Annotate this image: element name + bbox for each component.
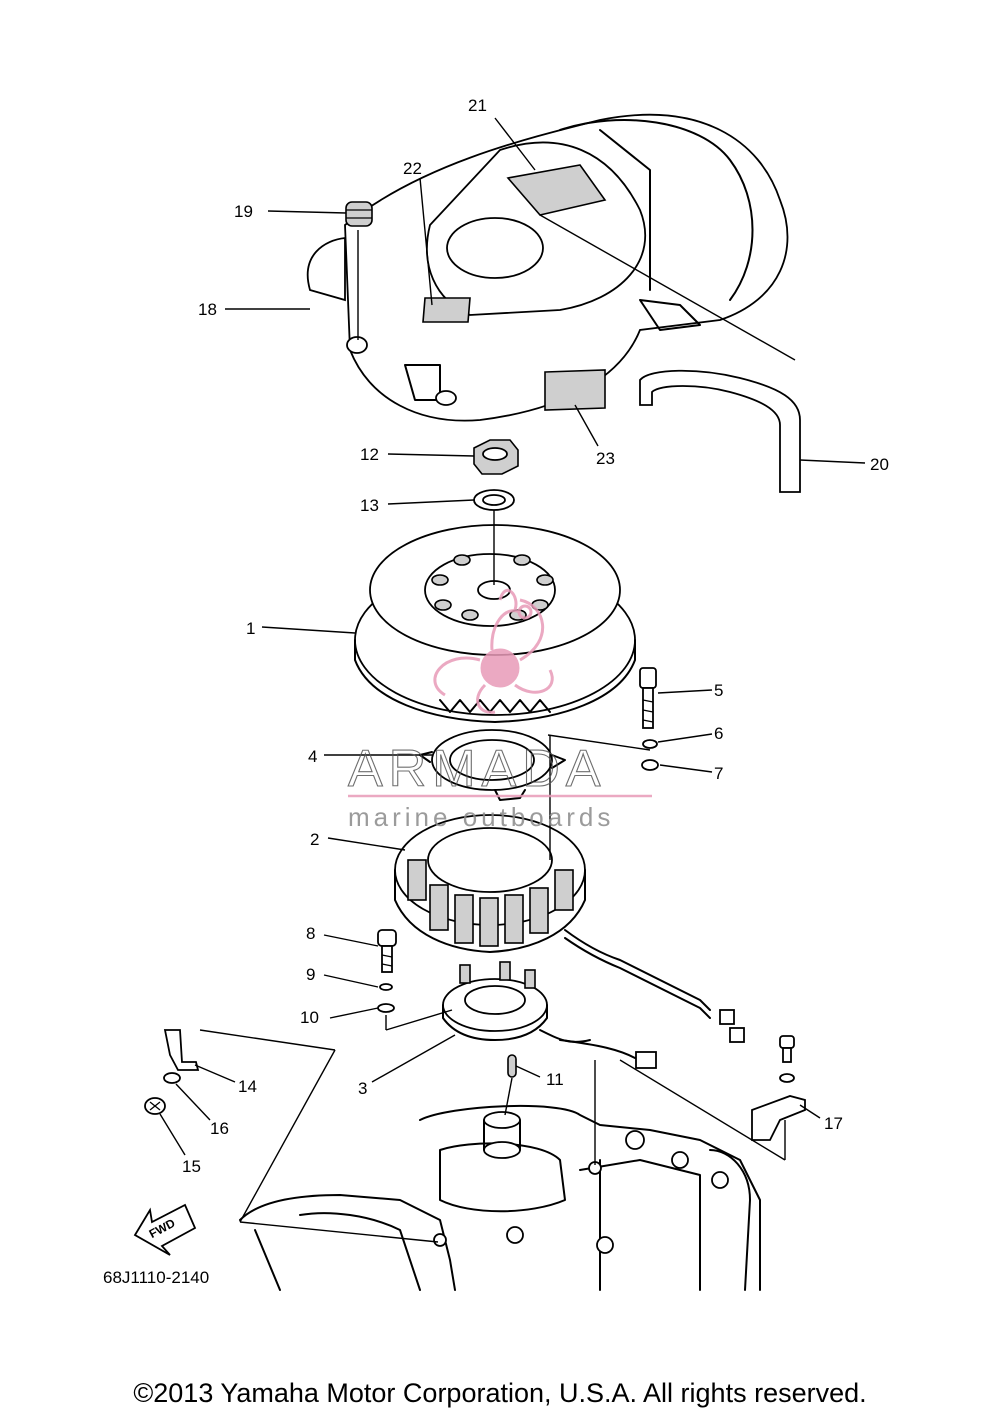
callout-15: 15 [182,1157,201,1176]
screw-8 [377,929,397,973]
pulser-coil-3 [442,961,657,1069]
callout-4: 4 [308,747,317,766]
stator-coil-2 [394,814,745,1043]
washer-10 [377,1003,395,1013]
callout-18: 18 [198,300,217,319]
flywheel-cover [306,113,789,422]
lock-washer-6 [642,739,658,749]
washer-7 [641,759,659,771]
flywheel-rotor [354,524,636,723]
copyright-notice: ©2013 Yamaha Motor Corporation, U.S.A. A… [133,1378,867,1408]
callout-5: 5 [714,681,723,700]
watermark-tagline: marine outboards [348,802,614,832]
lock-washer-9 [379,983,393,991]
callout-8: 8 [306,924,315,943]
callout-12: 12 [360,445,379,464]
callout-16: 16 [210,1119,229,1138]
octopus-logo-icon [433,588,554,714]
callout-6: 6 [714,724,723,743]
damper-19 [345,201,373,227]
cover-seal-20 [639,369,801,493]
callout-20: 20 [870,455,889,474]
callout-2: 2 [310,830,319,849]
watermark-brand: ARMADA [348,740,606,798]
callout-9: 9 [306,965,315,984]
callout-17: 17 [824,1114,843,1133]
callout-19: 19 [234,202,253,221]
washer-13 [473,489,515,511]
callout-23: 23 [596,449,615,468]
clamp-assembly-17 [751,1035,806,1141]
nut-12 [473,439,519,475]
parts-diagram: FWD [103,96,889,1291]
screw-15 [144,1097,166,1115]
callout-3: 3 [358,1079,367,1098]
callout-numbers: 1 2 3 4 5 6 7 8 9 10 11 12 13 14 15 16 1… [103,96,889,1287]
stator-bracket-4 [419,729,566,801]
callout-7: 7 [714,764,723,783]
engine-block [239,1104,761,1291]
woodruff-key-11 [507,1054,517,1078]
leader-lines [159,117,866,1243]
callout-1: 1 [246,619,255,638]
washer-16 [163,1072,181,1084]
clamp-14 [163,1029,200,1071]
fwd-arrow-icon: FWD [133,1203,197,1256]
callout-10: 10 [300,1008,319,1027]
callout-21: 21 [468,96,487,115]
callout-13: 13 [360,496,379,515]
callout-14: 14 [238,1077,257,1096]
armada-watermark: ARMADA marine outboards [347,588,652,832]
bolt-5 [639,667,657,729]
part-code: 68J1110-2140 [103,1268,209,1287]
callout-11: 11 [546,1070,564,1089]
callout-22: 22 [403,159,422,178]
